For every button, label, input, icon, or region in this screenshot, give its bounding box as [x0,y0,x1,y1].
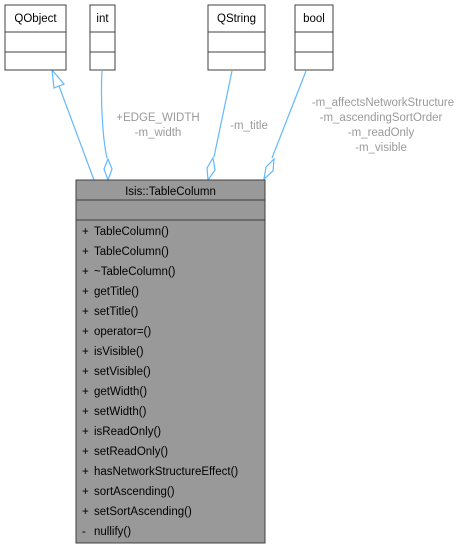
class-box-qobject[interactable]: QObject [4,4,67,71]
method-row: + setWidth() [82,406,147,418]
class-box-table-column[interactable]: Isis::TableColumn +TableColumn()+TableCo… [75,179,266,544]
method-row: + sortAscending() [82,486,175,498]
method-name: hasNetworkStructureEffect() [94,466,238,478]
class-name-qobject: QObject [14,13,57,25]
method-name: setWidth() [94,406,147,418]
method-visibility: + [82,386,89,398]
edge-label-m-affects-network-structure: -m_affectsNetworkStructure [312,97,454,109]
method-name: setTitle() [94,306,138,318]
method-name: ~TableColumn() [94,266,176,278]
edge-label-m-width: -m_width [135,127,182,139]
class-name-table-column: Isis::TableColumn [125,186,216,198]
inheritance-edge-qobject[interactable] [51,68,95,181]
method-row: + TableColumn() [82,246,169,258]
class-name-qstring: QString [217,13,256,25]
method-name: TableColumn() [94,246,169,258]
method-name: isReadOnly() [94,426,161,438]
method-row: + setReadOnly() [82,446,168,458]
composition-edge-bool[interactable] [263,70,307,181]
method-name: nullify() [94,526,131,538]
method-row: + isReadOnly() [82,426,161,438]
method-name: setReadOnly() [94,446,168,458]
method-name: isVisible() [94,346,144,358]
method-visibility: - [82,526,86,538]
edge-label-m-read-only: -m_readOnly [348,127,415,139]
method-name: sortAscending() [94,486,175,498]
method-name: TableColumn() [94,226,169,238]
method-row: + ~TableColumn() [82,266,176,278]
composition-diamond-icon [263,157,275,181]
method-visibility: + [82,446,89,458]
method-list: + TableColumn() + TableColumn() + ~TableColum… [82,226,238,538]
method-row: + setTitle() [82,306,138,318]
method-row: + setVisible() [82,366,151,378]
method-row: + getWidth() [82,386,147,398]
method-visibility: + [82,226,89,238]
method-visibility: + [82,266,89,278]
class-box-qstring[interactable]: QString [207,4,266,71]
method-visibility: + [82,246,89,258]
method-row: + operator=() [82,326,151,338]
composition-diamond-icon [103,157,113,182]
method-row: + hasNetworkStructureEffect() [82,466,238,478]
method-visibility: + [82,506,89,518]
method-name: setSortAscending() [94,506,192,518]
method-visibility: + [82,346,89,358]
composition-edge-int[interactable] [100,70,113,182]
edge-label-edge-width: +EDGE_WIDTH [116,112,199,124]
edge-label-m-ascending-sort-order: -m_ascendingSortOrder [320,112,443,124]
method-name: getWidth() [94,386,147,398]
class-name-bool: bool [303,13,325,25]
method-name: getTitle() [94,286,139,298]
edge-label-m-visible: -m_visible [355,142,407,154]
method-visibility: + [82,306,89,318]
method-visibility: + [82,486,89,498]
method-row: + getTitle() [82,286,139,298]
composition-diamond-icon [206,156,216,182]
inheritance-arrow-icon [51,68,66,89]
method-row: + TableColumn() [82,226,169,238]
method-name: operator=() [94,326,151,338]
method-row: + isVisible() [82,346,144,358]
edge-label-m-title: -m_title [230,120,268,132]
method-name: setVisible() [94,366,151,378]
class-box-int[interactable]: int [89,4,116,71]
method-visibility: + [82,326,89,338]
method-visibility: + [82,466,89,478]
class-name-int: int [96,13,109,25]
method-visibility: + [82,426,89,438]
method-row: + setSortAscending() [82,506,192,518]
method-visibility: + [82,366,89,378]
composition-edge-qstring[interactable] [206,70,233,182]
method-row: -nullify() [82,526,131,538]
method-visibility: + [82,406,89,418]
method-visibility: + [82,286,89,298]
class-box-bool[interactable]: bool [294,4,334,71]
